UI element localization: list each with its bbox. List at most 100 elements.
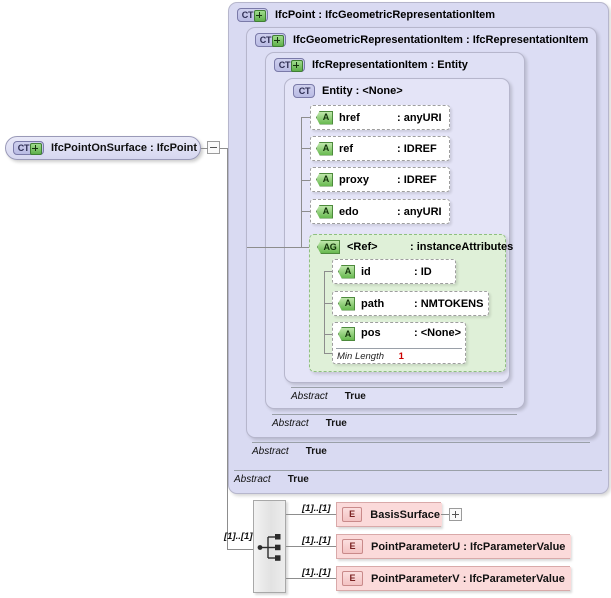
attribute-row-pos[interactable]: A pos : <None> (332, 322, 466, 364)
attribute-badge-label: A (344, 328, 352, 339)
multiplicity-sequence: [1]..[1] (224, 531, 253, 542)
element-badge-label: E (349, 573, 356, 583)
attribute-row-path[interactable]: A path : NMTOKENS (332, 291, 489, 316)
ct-label: CT (259, 34, 272, 45)
element-fill (337, 535, 571, 558)
sequence-compositor[interactable] (253, 500, 286, 593)
element-badge-label: E (349, 509, 356, 519)
connector (227, 148, 228, 550)
attribute-group-name: <Ref> (347, 241, 378, 253)
attribute-type: : IDREF (397, 142, 437, 155)
element-pointparameterv[interactable]: E PointParameterV : IfcParameterValue (336, 566, 571, 591)
attribute-name: path (361, 297, 385, 310)
complex-type-plus-icon[interactable]: CT (13, 141, 44, 155)
connector (286, 578, 336, 579)
connector (247, 247, 301, 248)
attribute-icon: A (316, 141, 333, 156)
attribute-group-type: : instanceAttributes (410, 241, 514, 253)
collapse-toggle-root[interactable] (207, 141, 220, 154)
connector (220, 148, 228, 149)
panel-ifcgeometricrepresentationitem-head: CT IfcGeometricRepresentationItem : IfcR… (255, 33, 588, 47)
abstract-label: Abstract (252, 446, 289, 457)
abstract-divider-entity (291, 387, 503, 388)
attribute-name: pos (361, 327, 381, 339)
element-basissurface[interactable]: E BasisSurface (336, 502, 442, 527)
element-icon: E (342, 539, 363, 554)
connector (286, 546, 336, 547)
complex-type-icon[interactable]: CT (293, 84, 315, 98)
attribute-row-id[interactable]: A id : ID (332, 259, 456, 284)
facet-value: 1 (398, 351, 404, 362)
panel-entity-head: CT Entity : <None> (293, 84, 403, 98)
connector (324, 303, 332, 304)
element-pointparameteru[interactable]: E PointParameterU : IfcParameterValue (336, 534, 571, 559)
attribute-badge-label: A (322, 112, 330, 122)
element-fill (337, 503, 442, 526)
element-label: PointParameterU : IfcParameterValue (371, 540, 566, 553)
attribute-row-edo[interactable]: A edo : anyURI (310, 199, 450, 224)
abstract-ifcgeometricrepresentationitem: Abstract True (252, 445, 327, 457)
attribute-name: ref (339, 142, 354, 155)
attribute-type: : NMTOKENS (414, 297, 484, 310)
connector (324, 353, 332, 354)
ct-label: CT (241, 9, 254, 20)
attribute-badge-label: A (322, 206, 330, 216)
attribute-row-proxy[interactable]: A proxy : IDREF (310, 167, 450, 192)
connector (301, 148, 310, 149)
multiplicity-basissurface: [1]..[1] (302, 503, 331, 514)
element-icon: E (342, 507, 363, 522)
complex-type-plus-icon[interactable]: CT (255, 33, 286, 47)
plus-icon[interactable] (291, 60, 303, 72)
multiplicity-pointparameterv: [1]..[1] (302, 567, 331, 578)
complex-type-plus-icon[interactable]: CT (237, 8, 268, 22)
attribute-type: : ID (414, 265, 432, 278)
element-label: BasisSurface (370, 508, 440, 521)
plus-icon[interactable] (272, 35, 284, 47)
connector (201, 148, 208, 149)
attribute-icon: A (338, 264, 355, 279)
attribute-badge-label: A (344, 298, 352, 308)
attribute-row-ref[interactable]: A ref : IDREF (310, 136, 450, 161)
attribute-badge-label: A (344, 266, 352, 276)
attribute-badge-label: A (322, 174, 330, 184)
attribute-row-href[interactable]: A href : anyURI (310, 105, 450, 130)
connector (301, 180, 310, 181)
attribute-type: : anyURI (397, 111, 442, 124)
attribute-icon: A (316, 172, 333, 187)
connector (286, 514, 336, 515)
ct-label: CT (278, 59, 291, 70)
root-node-ifcpointonsurface[interactable]: CT IfcPointOnSurface : IfcPoint (5, 136, 201, 160)
connector (301, 211, 310, 212)
abstract-entity: Abstract True (291, 390, 366, 402)
ct-label: CT (298, 85, 311, 96)
abstract-value: True (287, 474, 309, 485)
sequence-icon (257, 534, 281, 561)
expand-toggle-basissurface[interactable] (449, 508, 462, 521)
connector (301, 117, 310, 118)
panel-ifcpoint-head: CT IfcPoint : IfcGeometricRepresentation… (237, 8, 495, 22)
attribute-name: proxy (339, 173, 369, 186)
attribute-icon: A (316, 204, 333, 219)
attribute-icon: A (316, 110, 333, 125)
attribute-type: : <None> (414, 327, 462, 339)
abstract-divider-ifcgeometricrepresentationitem (252, 442, 590, 443)
abstract-value: True (344, 391, 366, 402)
attribute-group-icon: AG (317, 240, 340, 254)
abstract-label: Abstract (272, 418, 309, 429)
attribute-group-head: AG <Ref> : instanceAttributes (317, 240, 513, 254)
abstract-ifcrepresentationitem: Abstract True (272, 417, 347, 429)
connector (301, 247, 309, 248)
facet-label: Min Length (337, 351, 385, 362)
plus-icon[interactable] (30, 143, 42, 155)
abstract-label: Abstract (291, 391, 328, 402)
connector (227, 549, 253, 550)
panel-ifcgeometricrepresentationitem-label: IfcGeometricRepresentationItem : IfcRepr… (293, 34, 589, 46)
connector (324, 271, 332, 272)
complex-type-plus-icon[interactable]: CT (274, 58, 305, 72)
facet-divider (336, 348, 462, 349)
facet-min-length: Min Length 1 (337, 351, 404, 362)
attribute-type: : anyURI (397, 205, 442, 218)
plus-icon[interactable] (254, 10, 266, 22)
attribute-spine (301, 117, 302, 248)
abstract-divider-ifcpoint (234, 470, 602, 471)
